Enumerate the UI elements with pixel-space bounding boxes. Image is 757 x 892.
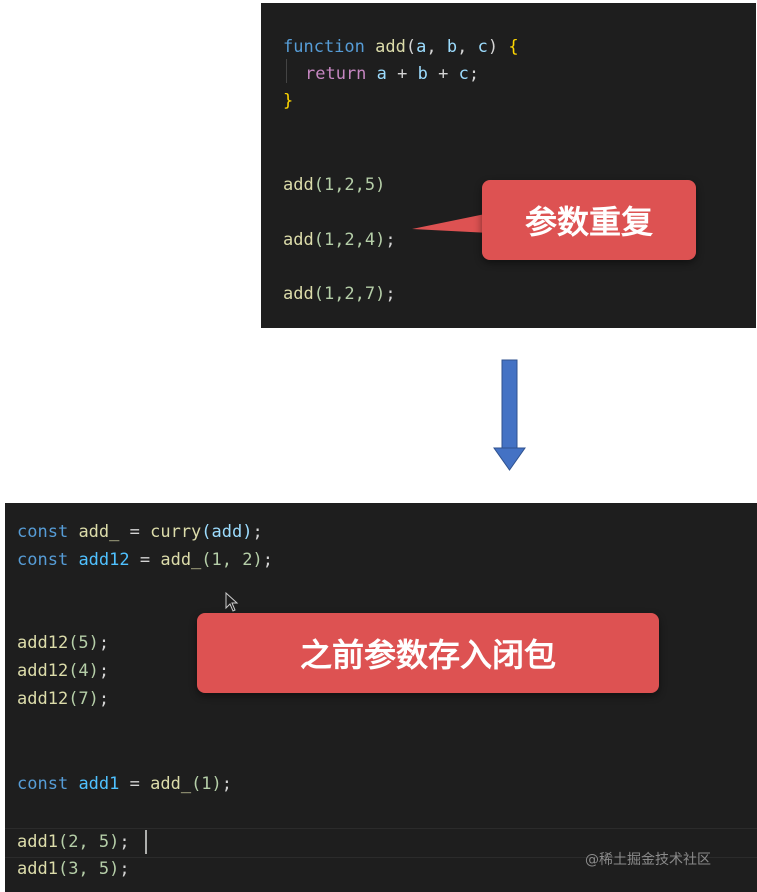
keyword-const: const — [17, 522, 69, 542]
paren-open: ( — [405, 37, 417, 57]
current-line-highlight — [5, 828, 757, 858]
var-b: b — [417, 64, 428, 84]
keyword-function: function — [283, 37, 365, 57]
semicolon: ; — [119, 832, 130, 852]
semicolon: ; — [468, 64, 480, 84]
code-line-const-decl: const add_ = curry(add); — [17, 521, 263, 543]
semicolon: ; — [221, 774, 233, 794]
code-line-call: add(1,2,7); — [283, 283, 396, 305]
paren-close: ) — [487, 37, 499, 57]
mouse-pointer-icon — [225, 592, 239, 612]
call-args: (7) — [68, 689, 99, 709]
comma: , — [457, 37, 478, 57]
call-args: (4) — [68, 661, 99, 681]
code-panel-curried: const add_ = curry(add); const add12 = a… — [5, 503, 757, 892]
call-fn: add12 — [17, 661, 69, 681]
arrow-shaft — [501, 359, 518, 449]
call-fn: add — [283, 284, 314, 304]
code-line-call: add1(3, 5); — [17, 858, 130, 880]
call-fn: add_ — [160, 550, 202, 570]
operator-assign: = — [119, 774, 151, 794]
semicolon: ; — [119, 859, 130, 879]
var-a: a — [376, 64, 387, 84]
keyword-const: const — [17, 550, 69, 570]
watermark: @稀土掘金技术社区 — [585, 852, 711, 868]
code-line-call: add1(2, 5); — [17, 831, 130, 853]
call-fn: add1 — [17, 832, 58, 852]
code-line-const-decl: const add1 = add_(1); — [17, 773, 232, 795]
keyword-const: const — [17, 774, 69, 794]
keyword-return: return — [305, 64, 367, 84]
brace-close: } — [283, 91, 294, 111]
call-fn: add_ — [150, 774, 192, 794]
call-args: (5) — [68, 633, 99, 653]
code-line-call: add12(7); — [17, 688, 109, 710]
indent-guide — [286, 59, 287, 83]
semicolon: ; — [385, 284, 396, 304]
semicolon: ; — [98, 661, 110, 681]
operator-assign: = — [129, 550, 161, 570]
call-fn: add — [283, 175, 314, 195]
call-fn: add — [283, 230, 314, 250]
call-args: (add) — [201, 522, 253, 542]
function-name: add — [375, 37, 406, 57]
code-line-call: add(1,2,4); — [283, 229, 396, 251]
code-line-call: add12(5); — [17, 632, 109, 654]
operator-plus: + — [427, 64, 459, 84]
call-args: (1,2,5) — [313, 175, 386, 195]
code-line-close-brace: } — [283, 90, 293, 112]
code-panel-original: function add(a, b, c) { return a + b + c… — [261, 3, 756, 328]
semicolon: ; — [98, 689, 110, 709]
call-args: (2, 5) — [57, 832, 120, 852]
callout-label: 参数重复 — [524, 203, 653, 241]
code-line-call: add12(4); — [17, 660, 109, 682]
const-name: add1 — [78, 774, 120, 794]
call-args: (3, 5) — [57, 859, 120, 879]
callout-closure-params: 之前参数存入闭包 — [197, 613, 659, 693]
semicolon: ; — [385, 230, 396, 250]
call-args: (1,2,7) — [313, 284, 386, 304]
semicolon: ; — [262, 550, 273, 570]
operator-assign: = — [119, 522, 151, 542]
callout-duplicate-params: 参数重复 — [482, 180, 696, 260]
down-arrow-icon — [493, 447, 526, 471]
text-cursor — [145, 830, 147, 854]
comma: , — [426, 37, 447, 57]
code-line-function-decl: function add(a, b, c) { — [283, 36, 519, 58]
const-name: add_ — [78, 522, 120, 542]
semicolon: ; — [98, 633, 110, 653]
call-args: (1,2,4) — [313, 230, 386, 250]
call-args: (1, 2) — [201, 550, 263, 570]
call-fn: add12 — [17, 633, 69, 653]
const-name: add12 — [78, 550, 130, 570]
call-fn: curry — [150, 522, 202, 542]
param-c: c — [477, 37, 488, 57]
code-line-const-decl: const add12 = add_(1, 2); — [17, 549, 273, 571]
code-line-return: return a + b + c; — [305, 63, 479, 85]
call-args: (1) — [191, 774, 222, 794]
call-fn: add12 — [17, 689, 69, 709]
callout-label: 之前参数存入闭包 — [299, 636, 556, 674]
brace-open: { — [508, 37, 519, 57]
semicolon: ; — [252, 522, 263, 542]
operator-plus: + — [386, 64, 418, 84]
param-a: a — [416, 37, 427, 57]
param-b: b — [446, 37, 458, 57]
var-c: c — [458, 64, 469, 84]
code-line-call: add(1,2,5) — [283, 174, 385, 196]
call-fn: add1 — [17, 859, 58, 879]
